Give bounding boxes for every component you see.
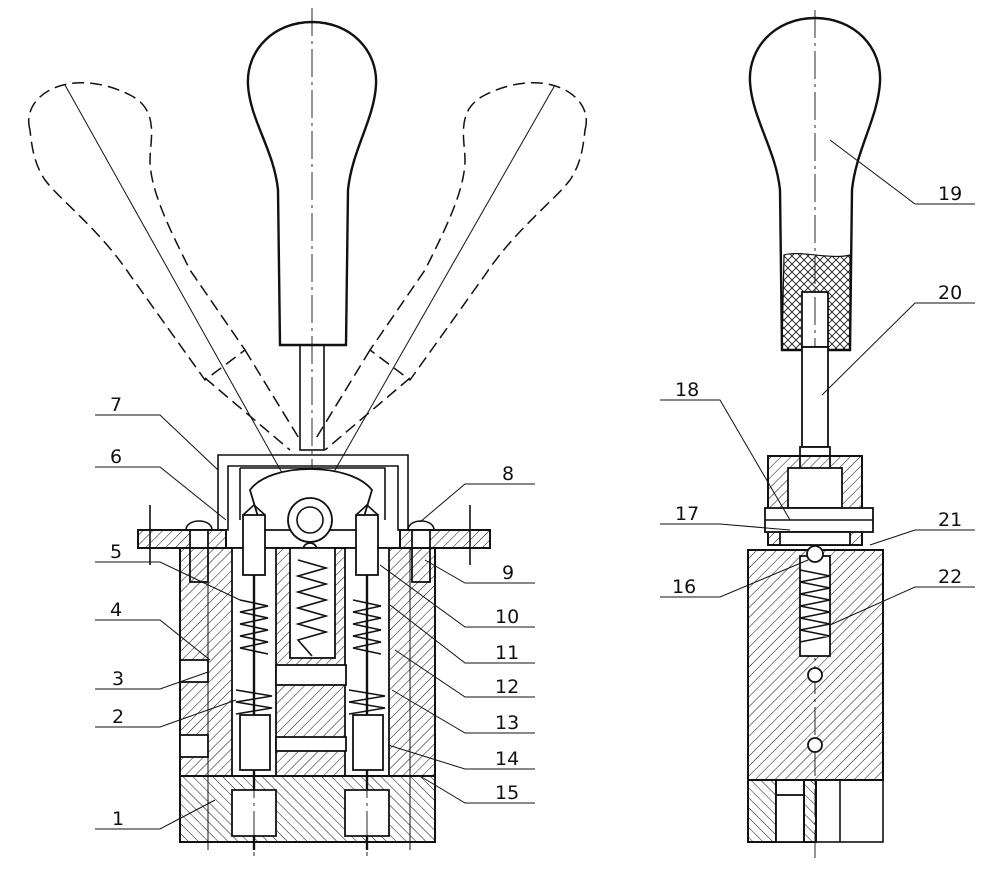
right-leaders	[379, 483, 535, 804]
upright-handle	[246, 8, 378, 520]
label-20: 20	[938, 282, 962, 304]
part-number-labels: 7 6 5 4 3 2 1 8 9 10 11 12 13 14 15 19 2…	[110, 183, 962, 830]
side-leaders	[660, 139, 975, 626]
rocker-cam	[249, 468, 373, 558]
label-13: 13	[495, 712, 519, 734]
label-10: 10	[495, 606, 519, 628]
right-tilted-handle-ghost	[314, 81, 588, 506]
left-leaders	[95, 414, 241, 830]
label-4: 4	[110, 599, 122, 621]
label-16: 16	[672, 576, 696, 598]
valve-body	[179, 503, 436, 850]
label-2: 2	[112, 706, 124, 728]
label-11: 11	[495, 642, 519, 664]
left-tilted-handle-ghost	[27, 81, 301, 506]
label-7: 7	[110, 394, 122, 416]
label-8: 8	[502, 463, 514, 485]
label-1: 1	[112, 808, 124, 830]
label-21: 21	[938, 509, 962, 531]
label-22: 22	[938, 566, 962, 588]
label-6: 6	[110, 446, 122, 468]
side-body	[747, 545, 884, 781]
label-3: 3	[112, 668, 124, 690]
label-9: 9	[502, 562, 514, 584]
label-14: 14	[495, 748, 519, 770]
side-base	[747, 779, 884, 843]
label-19: 19	[938, 183, 962, 205]
base-plate	[179, 770, 436, 856]
front-section-view	[27, 8, 588, 856]
label-12: 12	[495, 676, 519, 698]
side-section-view	[660, 10, 975, 860]
label-18: 18	[675, 379, 699, 401]
label-17: 17	[675, 503, 699, 525]
side-cap	[764, 455, 874, 546]
label-15: 15	[495, 782, 519, 804]
label-5: 5	[110, 541, 122, 563]
